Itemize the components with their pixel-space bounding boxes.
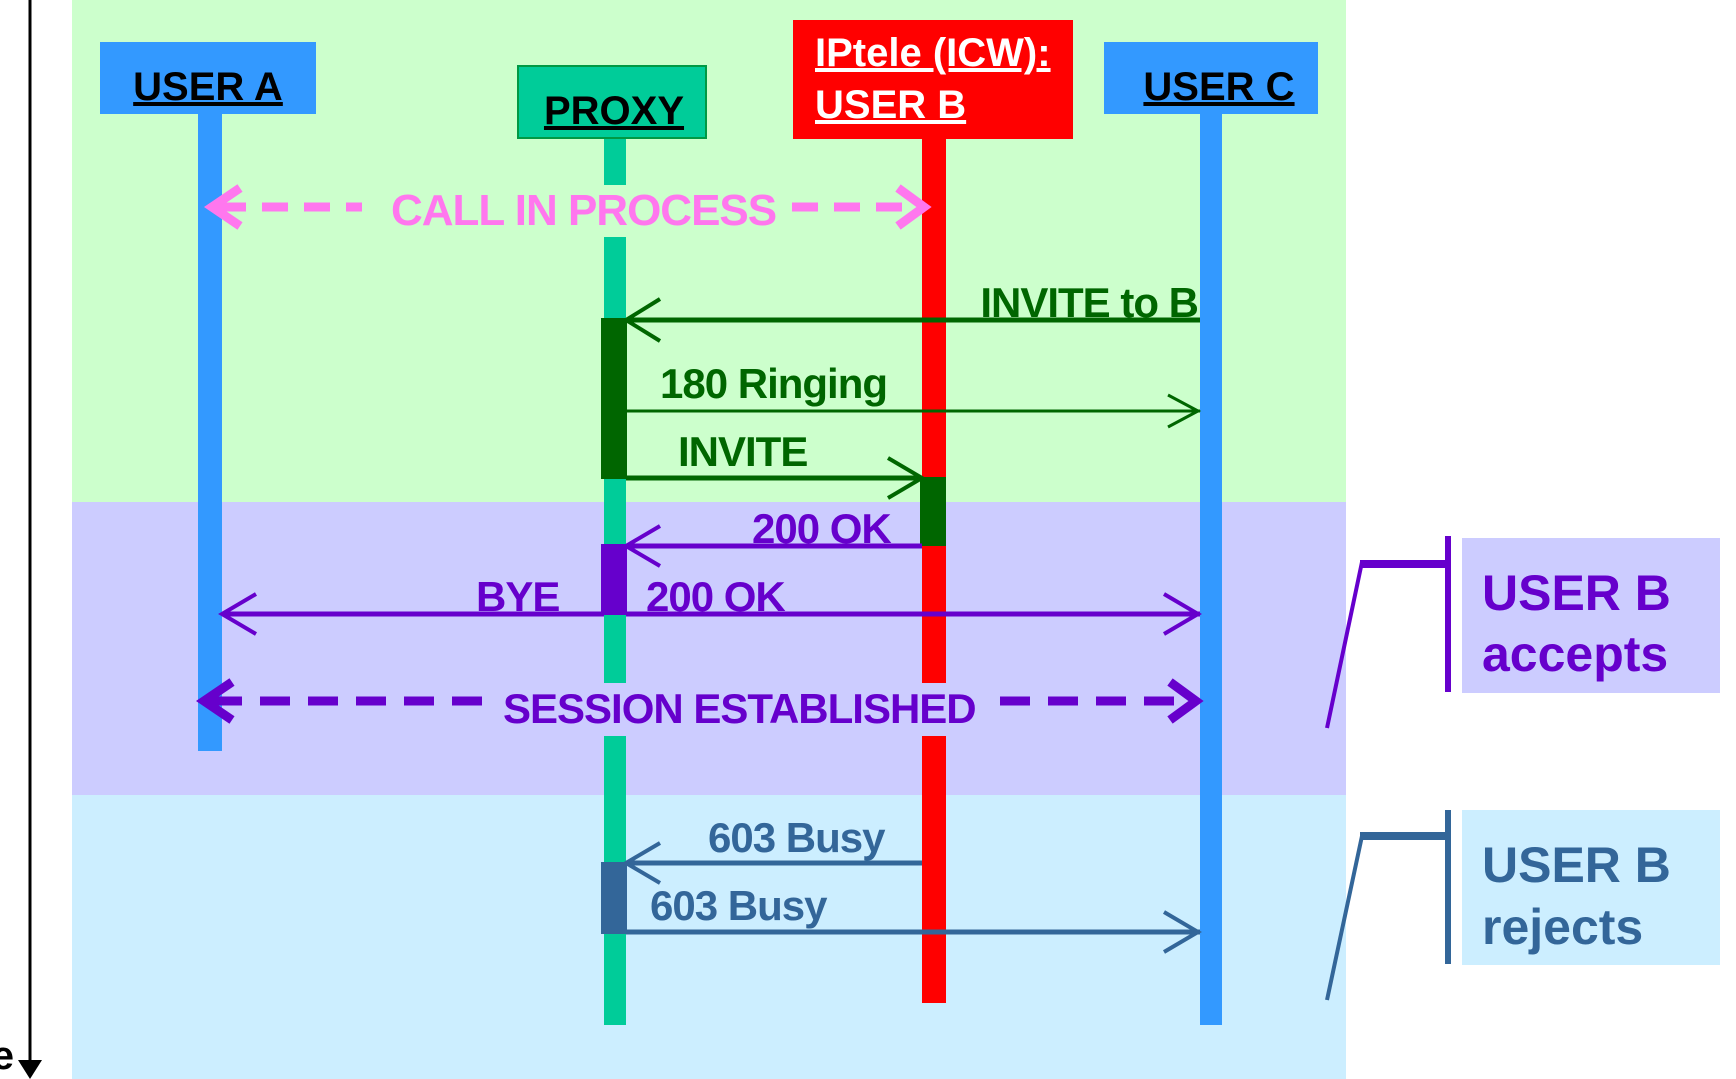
user-b-label-line1: IPtele (ICW): [815,31,1051,75]
ok-200-to-c-arrow [626,592,1202,636]
rejects-line1: USER B [1482,837,1671,893]
accepts-line1: USER B [1482,565,1671,621]
band-user-b-rejects [72,795,1346,1079]
call-in-process-arrow [203,184,932,230]
accepts-line2: accepts [1482,626,1668,682]
user-a-label: USER A [133,65,283,109]
band-user-b-accepts [72,502,1346,795]
rejects-callout: USER B rejects [1462,810,1720,965]
accepts-bracket [1325,536,1451,729]
rejects-line2: rejects [1482,899,1643,955]
time-axis-arrowhead [18,1060,42,1079]
call-in-process-label: CALL IN PROCESS [391,186,776,235]
invite-label: INVITE [678,428,807,475]
proxy-header: PROXY [517,65,707,139]
proxy-activation-green [601,318,627,479]
user-b-activation-green [920,477,946,546]
user-b-header: IPtele (ICW): USER B [793,20,1073,139]
proxy-activation-blue [601,862,627,934]
user-b-lifeline [922,138,946,1003]
invite-to-b-label: INVITE to B [980,279,1198,326]
busy-603-to-c-arrow [626,910,1202,954]
bye-label: BYE [476,573,559,620]
ok-200-from-b-label: 200 OK [752,505,891,552]
busy-603-from-b-label: 603 Busy [708,814,886,861]
proxy-lifeline-gap-2 [600,683,630,736]
ok-200-to-c-label: 200 OK [646,573,785,620]
busy-603-to-c-label: 603 Busy [650,882,828,929]
session-established-label: SESSION ESTABLISHED [503,685,976,732]
accepts-callout: USER B accepts [1462,538,1720,693]
rejects-bracket [1325,810,1451,1001]
user-a-header: USER A [100,42,316,114]
proxy-label: PROXY [544,89,684,133]
proxy-activation-purple [601,544,627,615]
user-c-lifeline [1200,110,1222,1025]
bye-arrow [218,592,604,636]
ringing-180-arrow [626,393,1202,429]
ringing-180-label: 180 Ringing [660,360,887,407]
session-established-arrow [195,678,1204,724]
user-b-lifeline-gap [918,683,950,736]
user-c-header: USER C [1104,42,1318,114]
user-b-label-line2: USER B [815,83,966,127]
time-axis-label: e [0,1034,14,1078]
proxy-lifeline-gap-1 [600,185,630,237]
user-a-lifeline [198,110,222,751]
user-c-label: USER C [1143,65,1294,109]
